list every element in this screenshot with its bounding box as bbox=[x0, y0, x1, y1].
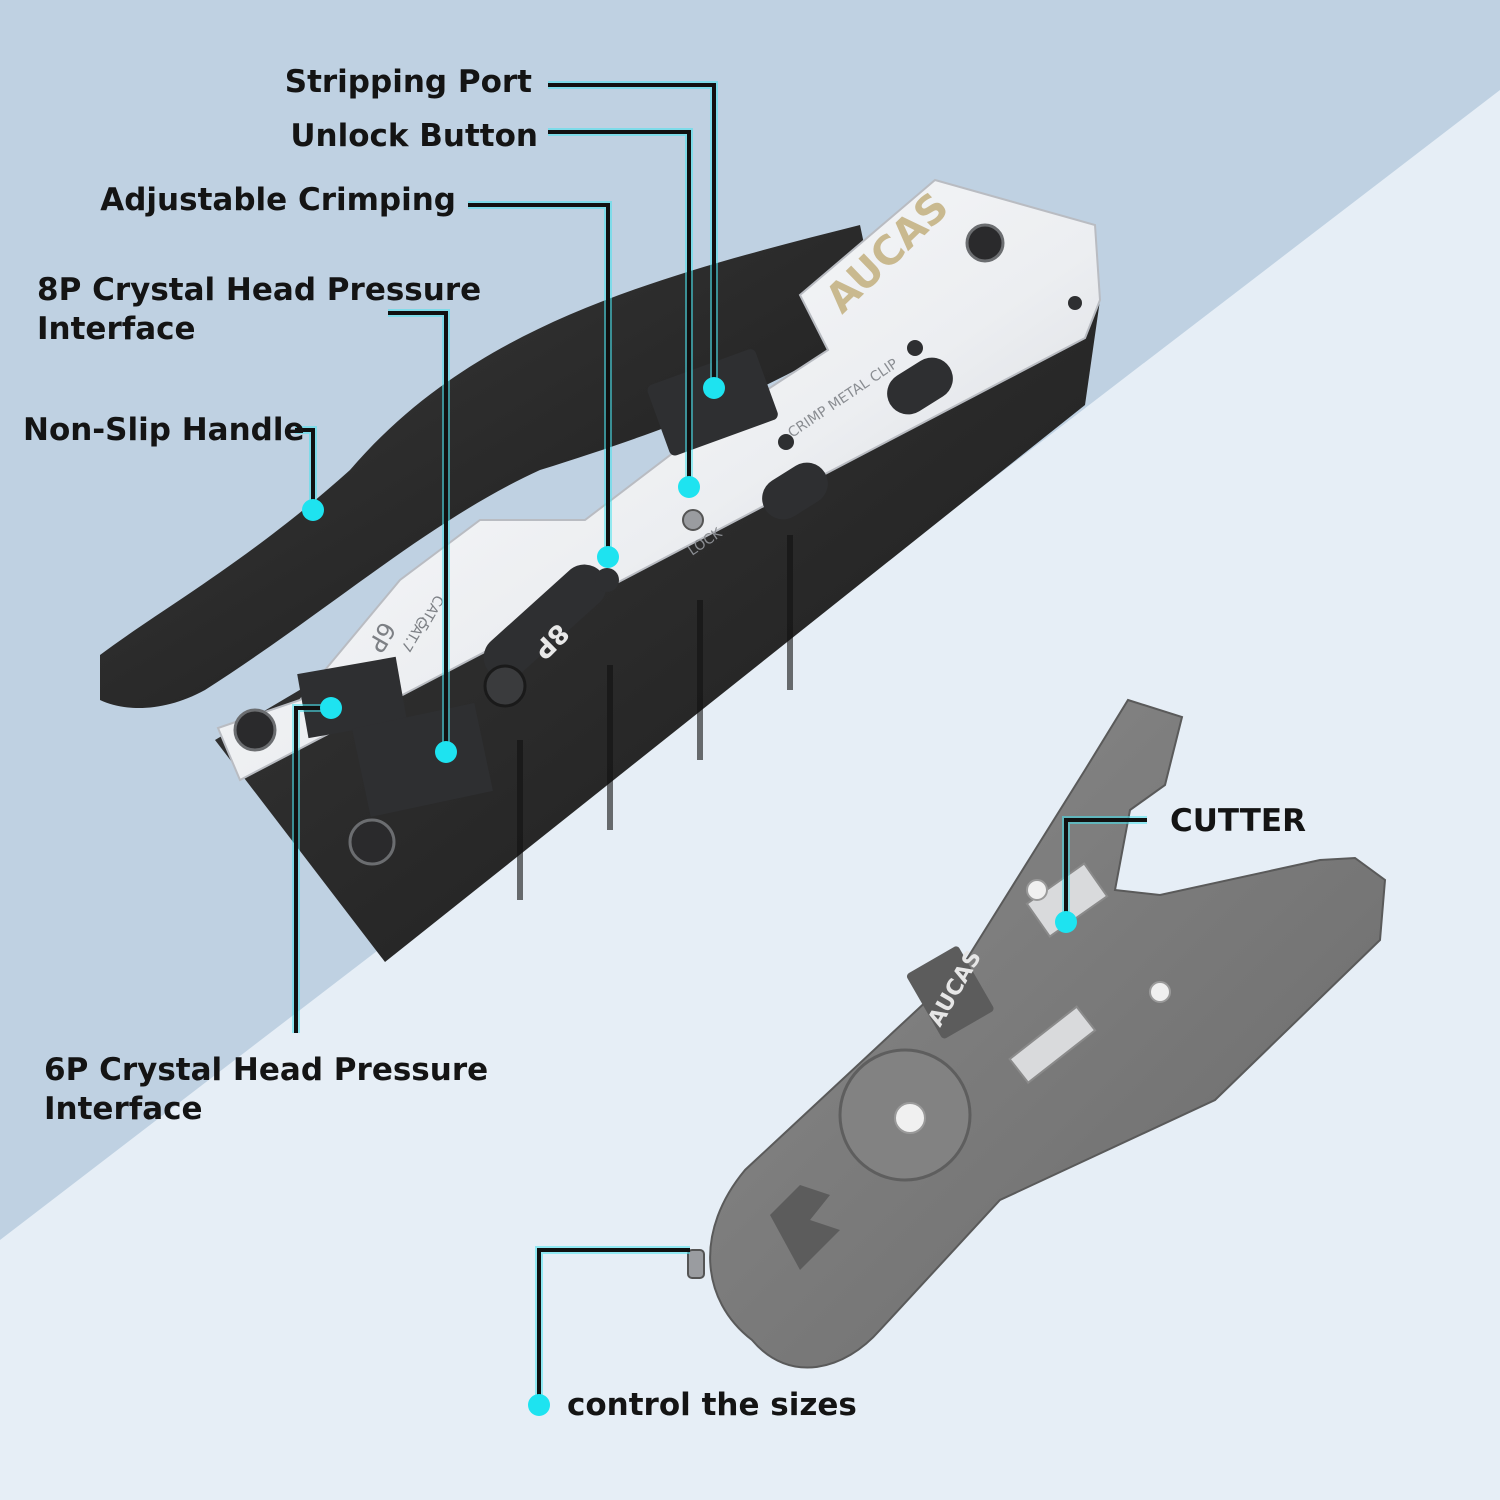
callout-lines bbox=[292, 81, 1147, 1405]
crimper-slot bbox=[762, 462, 828, 520]
blade-screw bbox=[1149, 981, 1171, 1003]
crimper-metal-plate bbox=[216, 178, 1102, 782]
adjust-screw bbox=[595, 568, 619, 592]
stripper-brand-panel bbox=[906, 946, 994, 1039]
label-p6-interface-line2: Interface bbox=[44, 1091, 203, 1127]
callout-dot-non-slip-handle bbox=[302, 499, 324, 521]
label-control-sizes: control the sizes bbox=[567, 1387, 857, 1423]
p8-interface-socket bbox=[351, 702, 493, 817]
p8-die-slot bbox=[483, 564, 607, 680]
label-stripping-port: Stripping Port bbox=[284, 64, 532, 100]
size-control-knob bbox=[687, 1249, 705, 1279]
label-cutter: CUTTER bbox=[1170, 803, 1306, 839]
wire-stripper bbox=[687, 698, 1387, 1369]
callout-dot-p6-interface bbox=[320, 697, 342, 719]
label-unlock-button: Unlock Button bbox=[290, 118, 538, 154]
crimper-hole bbox=[907, 340, 923, 356]
crimping-tool bbox=[100, 178, 1102, 962]
p6-interface-socket bbox=[297, 656, 407, 739]
callout-dot-p8-interface bbox=[435, 741, 457, 763]
callout-dot-unlock-button bbox=[678, 476, 700, 498]
callout-dots bbox=[302, 377, 1077, 1416]
blade-screw bbox=[1026, 879, 1048, 901]
rivet bbox=[348, 818, 396, 866]
callout-dot-stripping-port bbox=[703, 377, 725, 399]
unlock-button bbox=[682, 509, 704, 531]
size-gauge-teeth bbox=[770, 1185, 840, 1270]
rivet bbox=[233, 708, 277, 752]
rivet bbox=[965, 223, 1005, 263]
crimper-hole bbox=[1068, 296, 1082, 310]
callout-dot-control-sizes bbox=[528, 1394, 550, 1416]
label-p8-interface-line2: Interface bbox=[37, 311, 196, 347]
callout-dot-adjustable-crimping bbox=[597, 546, 619, 568]
label-non-slip-handle: Non-Slip Handle bbox=[23, 412, 305, 448]
background-panel-bottom bbox=[0, 90, 1500, 1500]
label-p8-interface-line1: 8P Crystal Head Pressure bbox=[37, 272, 482, 308]
label-p6-interface-line1: 6P Crystal Head Pressure bbox=[44, 1052, 489, 1088]
stripper-pivot-pin bbox=[894, 1102, 926, 1134]
callout-dot-cutter bbox=[1055, 911, 1077, 933]
crimper-slot bbox=[887, 357, 953, 415]
stripping-port-slot bbox=[647, 349, 778, 456]
adjust-screw bbox=[483, 664, 527, 708]
stripper-cut-slot bbox=[1008, 1005, 1097, 1085]
crimper-hole bbox=[778, 434, 794, 450]
label-adjustable-crimping: Adjustable Crimping bbox=[100, 182, 456, 218]
